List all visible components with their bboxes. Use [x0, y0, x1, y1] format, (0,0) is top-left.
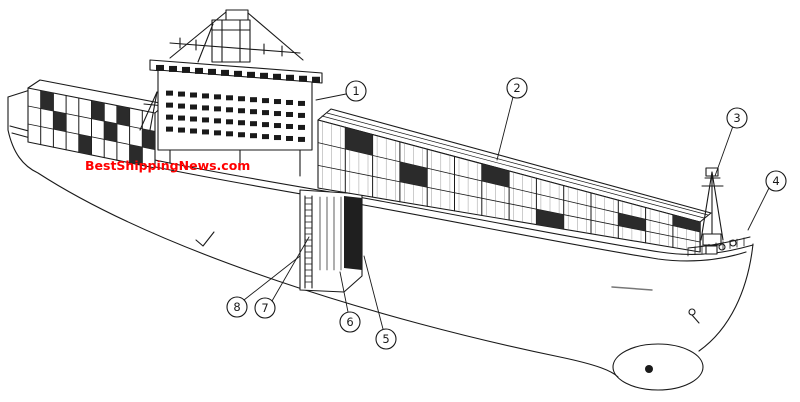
- bulb-marking: [645, 365, 653, 373]
- callout-5-label: 5: [382, 332, 389, 346]
- funnel: [211, 19, 251, 63]
- leader-1: [315, 93, 347, 101]
- container-block: [317, 108, 712, 253]
- container-roof-row: [326, 112, 709, 216]
- signal-yard: [169, 42, 301, 54]
- watermark-text: BestShippingNews.com: [85, 158, 250, 173]
- leader-lines: [243, 93, 770, 330]
- container-roof-row: [321, 115, 705, 219]
- leader-4: [747, 187, 770, 231]
- callout-8: 8: [226, 296, 248, 318]
- mast-stay: [247, 12, 304, 61]
- leader-2: [496, 96, 514, 161]
- foremast: [700, 167, 724, 255]
- anchor-line: [691, 314, 700, 324]
- deck-house: [705, 245, 718, 255]
- leader-5: [363, 255, 384, 330]
- callout-7: 7: [254, 297, 276, 319]
- draft-mark: [195, 231, 215, 247]
- leader-8: [243, 255, 301, 301]
- callout-4: 4: [765, 170, 787, 192]
- leader-6: [339, 271, 349, 313]
- windlass: [729, 239, 737, 247]
- leader-3: [714, 125, 734, 177]
- bulbous-bow: [612, 343, 704, 391]
- callouts: 1 2 3 4 5 6 7 8: [226, 77, 787, 350]
- callout-1: 1: [345, 80, 367, 102]
- mast-stay: [197, 23, 214, 63]
- callout-6: 6: [339, 311, 361, 333]
- funnel-and-masts: [169, 9, 304, 63]
- callout-8-label: 8: [233, 300, 240, 314]
- bow-railing-top: [687, 236, 751, 249]
- callout-1-label: 1: [352, 84, 359, 98]
- mast-stay: [169, 11, 227, 59]
- hawse-pipe: [688, 308, 696, 316]
- callout-2: 2: [506, 77, 528, 99]
- callout-2-label: 2: [513, 81, 520, 95]
- callout-3: 3: [726, 107, 748, 129]
- superstructure-windows: [156, 64, 320, 142]
- stern-stack-grid: [27, 87, 156, 169]
- leader-7: [271, 236, 310, 302]
- bow-deck-fittings: [687, 236, 751, 257]
- superstructure: [149, 59, 323, 177]
- stern-edge: [7, 89, 31, 98]
- mast-stay: [711, 171, 724, 241]
- cutaway-shadow: [344, 196, 362, 270]
- callout-7-label: 7: [261, 301, 268, 315]
- hull-bottom-outline: [7, 96, 619, 378]
- callout-6-label: 6: [346, 315, 353, 329]
- callout-5: 5: [375, 328, 397, 350]
- cell-guides: [304, 196, 342, 283]
- windlass: [718, 243, 726, 251]
- stern-container-stacks: [27, 79, 166, 169]
- funnel-cap: [225, 9, 249, 21]
- bow-name-marks: [611, 286, 653, 291]
- hold-cutaway: [299, 189, 363, 293]
- mast-stay: [700, 171, 713, 241]
- callout-3-label: 3: [733, 111, 740, 125]
- callout-4-label: 4: [772, 174, 779, 188]
- bow-stem: [698, 243, 754, 352]
- container-bays: [317, 119, 701, 253]
